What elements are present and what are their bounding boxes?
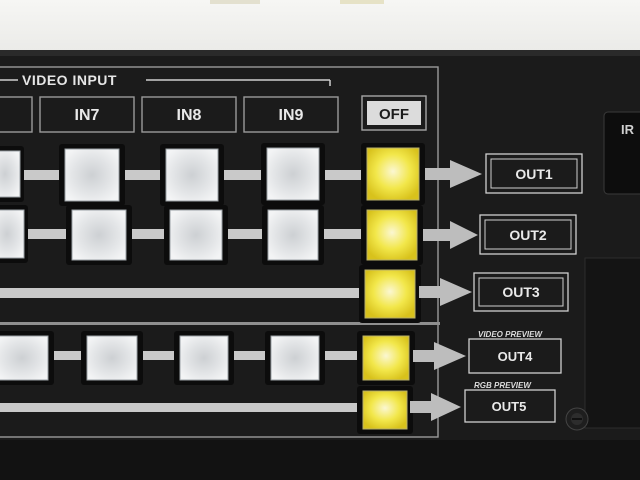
output-label-out4: OUT4 (468, 338, 562, 374)
input-label-in8: IN8 (177, 107, 202, 124)
output-label-out1: OUT1 (485, 153, 583, 194)
svg-text:OUT1: OUT1 (515, 166, 553, 182)
svg-text:OUT5: OUT5 (492, 399, 527, 414)
output-label-out3: OUT3 (473, 272, 569, 312)
input-label-in9: IN9 (279, 107, 304, 124)
crosspoint-button-in7-out1[interactable] (59, 144, 125, 206)
button-row-1 (0, 143, 425, 206)
crosspoint-button-in8-out1[interactable] (160, 144, 224, 206)
video-input-title: VIDEO INPUT (22, 72, 117, 88)
crosspoint-button-off-out4[interactable] (357, 331, 415, 385)
crosspoint-button-in9-out1[interactable] (261, 143, 325, 205)
ir-receiver-window: IR (603, 111, 640, 195)
crosspoint-button-in8-out2[interactable] (164, 205, 228, 265)
svg-text:OUT4: OUT4 (498, 349, 533, 364)
crosspoint-button-in8-out4[interactable] (174, 331, 234, 385)
crosspoint-button-in7-out4[interactable] (81, 331, 143, 385)
button-row-2 (0, 205, 423, 265)
output-label-out2: OUT2 (479, 214, 577, 255)
crosspoint-button-off-out1[interactable] (361, 143, 425, 205)
off-label: OFF (379, 106, 409, 123)
svg-text:IR: IR (621, 122, 635, 137)
output-label-out5: OUT5 (464, 389, 556, 423)
crosspoint-button-off-out5[interactable] (357, 386, 413, 434)
crosspoint-button-off-out3[interactable] (359, 265, 421, 323)
video-input-frame (0, 66, 439, 438)
side-recess-panel (584, 257, 640, 429)
crosspoint-button-in9-out2[interactable] (262, 205, 324, 265)
signal-arrows (410, 160, 482, 421)
crosspoint-button-in7-out2[interactable] (66, 205, 132, 265)
crosspoint-button-off-out2[interactable] (361, 205, 423, 265)
svg-text:OUT2: OUT2 (509, 227, 547, 243)
input-label-in7: IN7 (75, 107, 100, 124)
svg-text:OUT3: OUT3 (502, 284, 540, 300)
rgb-preview-label: RGB PREVIEW (474, 381, 532, 390)
video-preview-label: VIDEO PREVIEW (478, 330, 543, 339)
button-row-4 (0, 331, 415, 385)
mounting-screw (565, 407, 589, 431)
crosspoint-button-in9-out4[interactable] (265, 331, 325, 385)
